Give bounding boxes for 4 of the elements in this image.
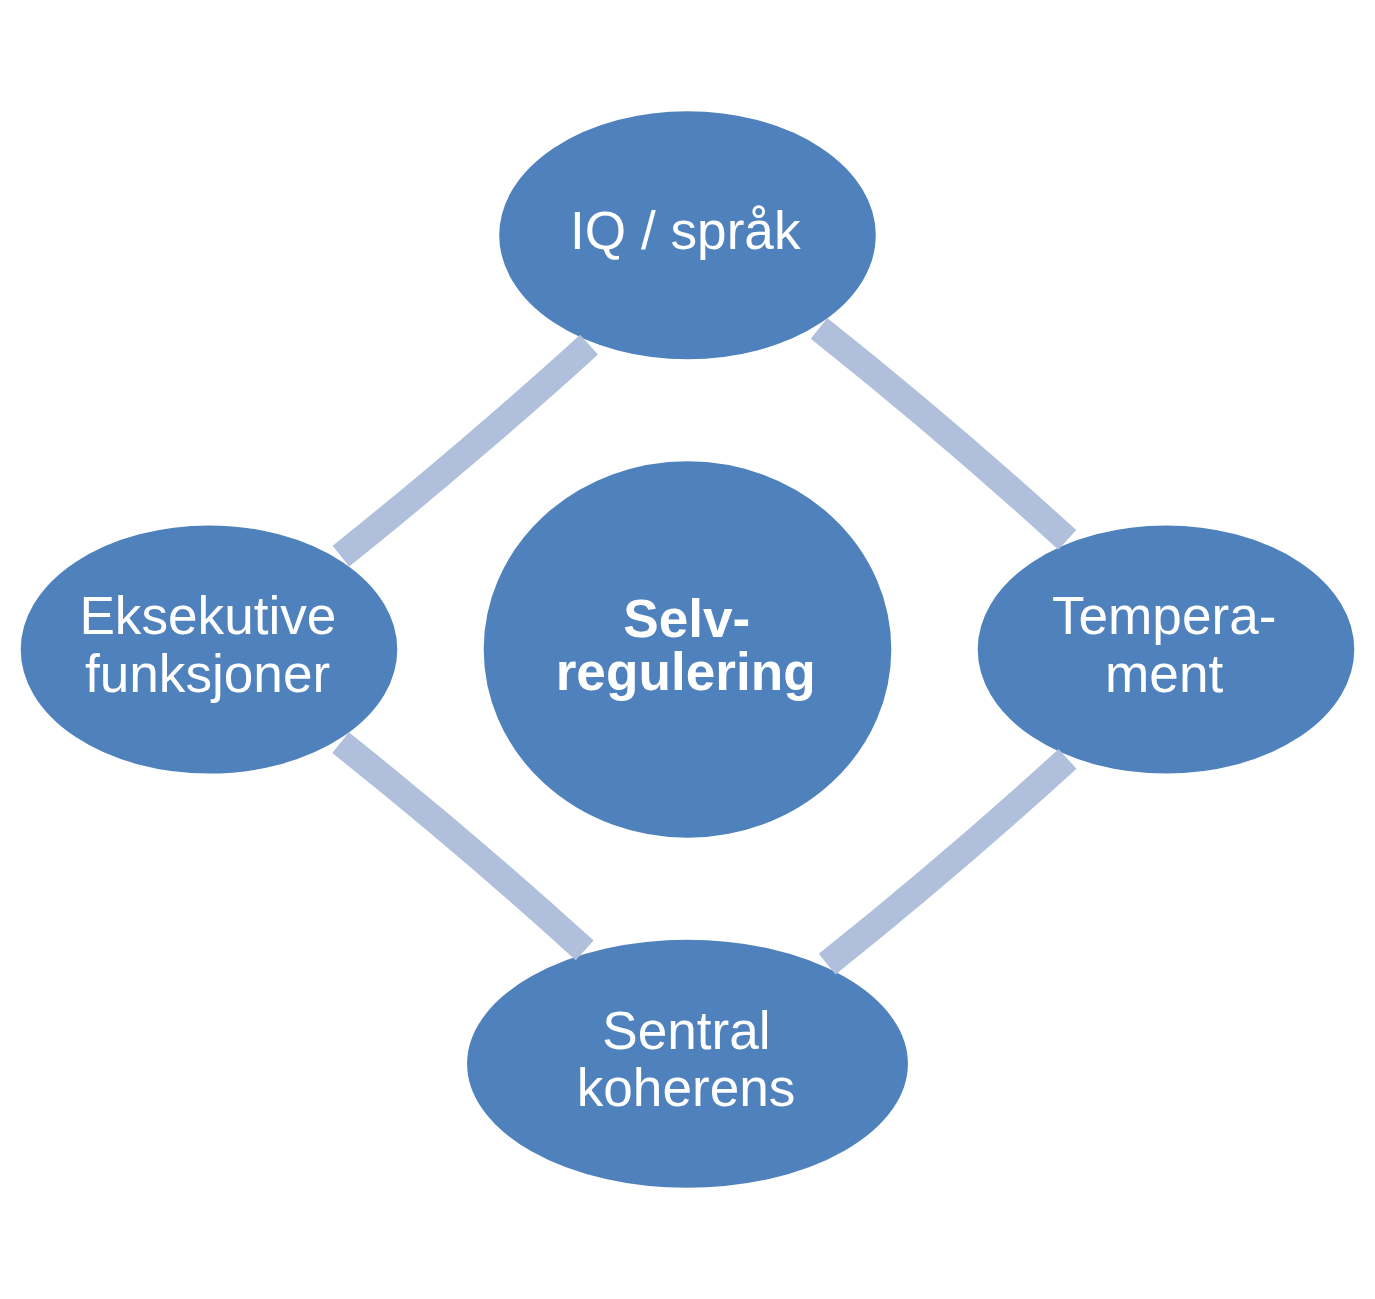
connector — [810, 318, 1077, 550]
connector — [332, 334, 598, 567]
connector — [818, 749, 1077, 975]
connector — [332, 732, 594, 961]
